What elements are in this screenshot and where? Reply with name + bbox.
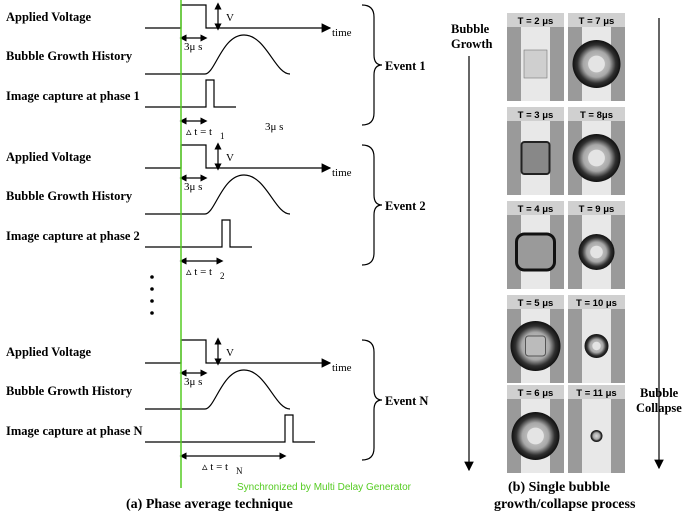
growth-arrow-label-2: Growth	[451, 37, 492, 51]
bubble-frame: T = 4 μs	[507, 201, 564, 289]
v-label: V	[226, 152, 234, 164]
dt-label: ▵ t = t	[186, 126, 212, 138]
bubble-frame: T = 8μs	[568, 107, 625, 195]
heater-pad	[523, 49, 548, 79]
frame-label-bg	[507, 107, 564, 121]
capture-label: Image capture at phase 2	[6, 229, 140, 243]
frame-label: T = 8μs	[580, 110, 613, 121]
bubble-frame: T = 9 μs	[568, 201, 625, 289]
bubble-frame: T = 6 μs	[507, 385, 564, 473]
bubble-frame: T = 5 μs	[507, 295, 564, 383]
frame-label-bg	[507, 295, 564, 309]
frame-label: T = 3 μs	[518, 110, 554, 121]
voltage-waveform	[145, 4, 232, 29]
bubble-core	[590, 245, 603, 259]
v-label: V	[226, 347, 234, 359]
bubble	[515, 232, 556, 272]
bubble	[590, 430, 603, 442]
sync-label: Synchronized by Multi Delay Generator	[237, 482, 412, 493]
frame-label: T = 7 μs	[579, 16, 615, 27]
delay-label: 3μ s	[184, 41, 202, 53]
growth-curve	[145, 174, 291, 215]
voltage-label: Applied Voltage	[6, 345, 92, 359]
bubble-core	[592, 341, 601, 351]
dt-label: ▵ t = t	[202, 461, 228, 473]
ellipsis-dots	[150, 275, 154, 315]
period-label: 3μ s	[265, 121, 283, 133]
bubble-frame: T = 7 μs	[568, 13, 625, 101]
event-label: Event 1	[385, 59, 426, 73]
event-label: Event N	[385, 394, 428, 408]
growth-label: Bubble Growth History	[6, 189, 133, 203]
frame-label-bg	[568, 13, 625, 27]
bubble-core	[588, 149, 605, 167]
growth-curve	[145, 34, 291, 75]
collapse-arrow-label-2: Collapse	[636, 401, 682, 415]
time-label: time	[332, 167, 352, 179]
event-brace	[361, 339, 383, 461]
growth-curve	[145, 369, 291, 410]
voltage-waveform	[145, 339, 232, 364]
frame-label-bg	[568, 295, 625, 309]
bubble-core	[527, 427, 544, 445]
v-label: V	[226, 12, 234, 24]
growth-label: Bubble Growth History	[6, 384, 133, 398]
bubble-frame: T = 3 μs	[507, 107, 564, 195]
frame-label: T = 5 μs	[518, 298, 554, 309]
frame-label-bg	[568, 385, 625, 399]
growth-label: Bubble Growth History	[6, 49, 133, 63]
dt-label: ▵ t = t	[186, 266, 212, 278]
delay-label: 3μ s	[184, 181, 202, 193]
frame-label: T = 9 μs	[579, 204, 615, 215]
voltage-waveform	[145, 144, 232, 169]
bubble-frame: T = 11 μs	[568, 385, 625, 473]
frame-label-bg	[568, 107, 625, 121]
event-brace	[361, 144, 383, 266]
caption-b-line1: (b) Single bubble	[508, 480, 610, 495]
frame-label-bg	[568, 201, 625, 215]
frame-label-bg	[507, 385, 564, 399]
frame-label-bg	[507, 201, 564, 215]
frame-label: T = 6 μs	[518, 388, 554, 399]
voltage-label: Applied Voltage	[6, 150, 92, 164]
dt-subscript: 2	[220, 271, 225, 281]
capture-label: Image capture at phase N	[6, 424, 143, 438]
frame-label-bg	[507, 13, 564, 27]
bubble-frame: T = 10 μs	[568, 295, 625, 383]
bubble	[520, 141, 551, 175]
frame-label: T = 4 μs	[518, 204, 554, 215]
delay-label: 3μ s	[184, 376, 202, 388]
capture-pulse	[145, 219, 252, 248]
event-brace	[361, 4, 383, 126]
capture-label: Image capture at phase 1	[6, 89, 140, 103]
capture-pulse	[145, 79, 236, 108]
frame-label: T = 11 μs	[576, 388, 616, 399]
frame-label: T = 2 μs	[518, 16, 554, 27]
event-label: Event 2	[385, 199, 426, 213]
caption-a: (a) Phase average technique	[126, 497, 293, 512]
bubble-frames: T = 2 μs T = 7 μs T = 3 μs T = 8μs T = 4 μs T…	[507, 13, 625, 473]
bubble-frame: T = 2 μs	[507, 13, 564, 101]
growth-arrow-label-1: Bubble	[451, 22, 490, 36]
time-label: time	[332, 362, 352, 374]
bubble-core	[525, 335, 546, 357]
dt-subscript: N	[236, 466, 243, 476]
dt-subscript: 1	[220, 131, 225, 141]
caption-b-line2: growth/collapse process	[494, 497, 636, 512]
voltage-label: Applied Voltage	[6, 10, 92, 24]
time-label: time	[332, 27, 352, 39]
capture-pulse	[145, 414, 315, 443]
bubble-core	[588, 55, 605, 73]
frame-label: T = 10 μs	[576, 298, 617, 309]
collapse-arrow-label-1: Bubble	[640, 386, 679, 400]
